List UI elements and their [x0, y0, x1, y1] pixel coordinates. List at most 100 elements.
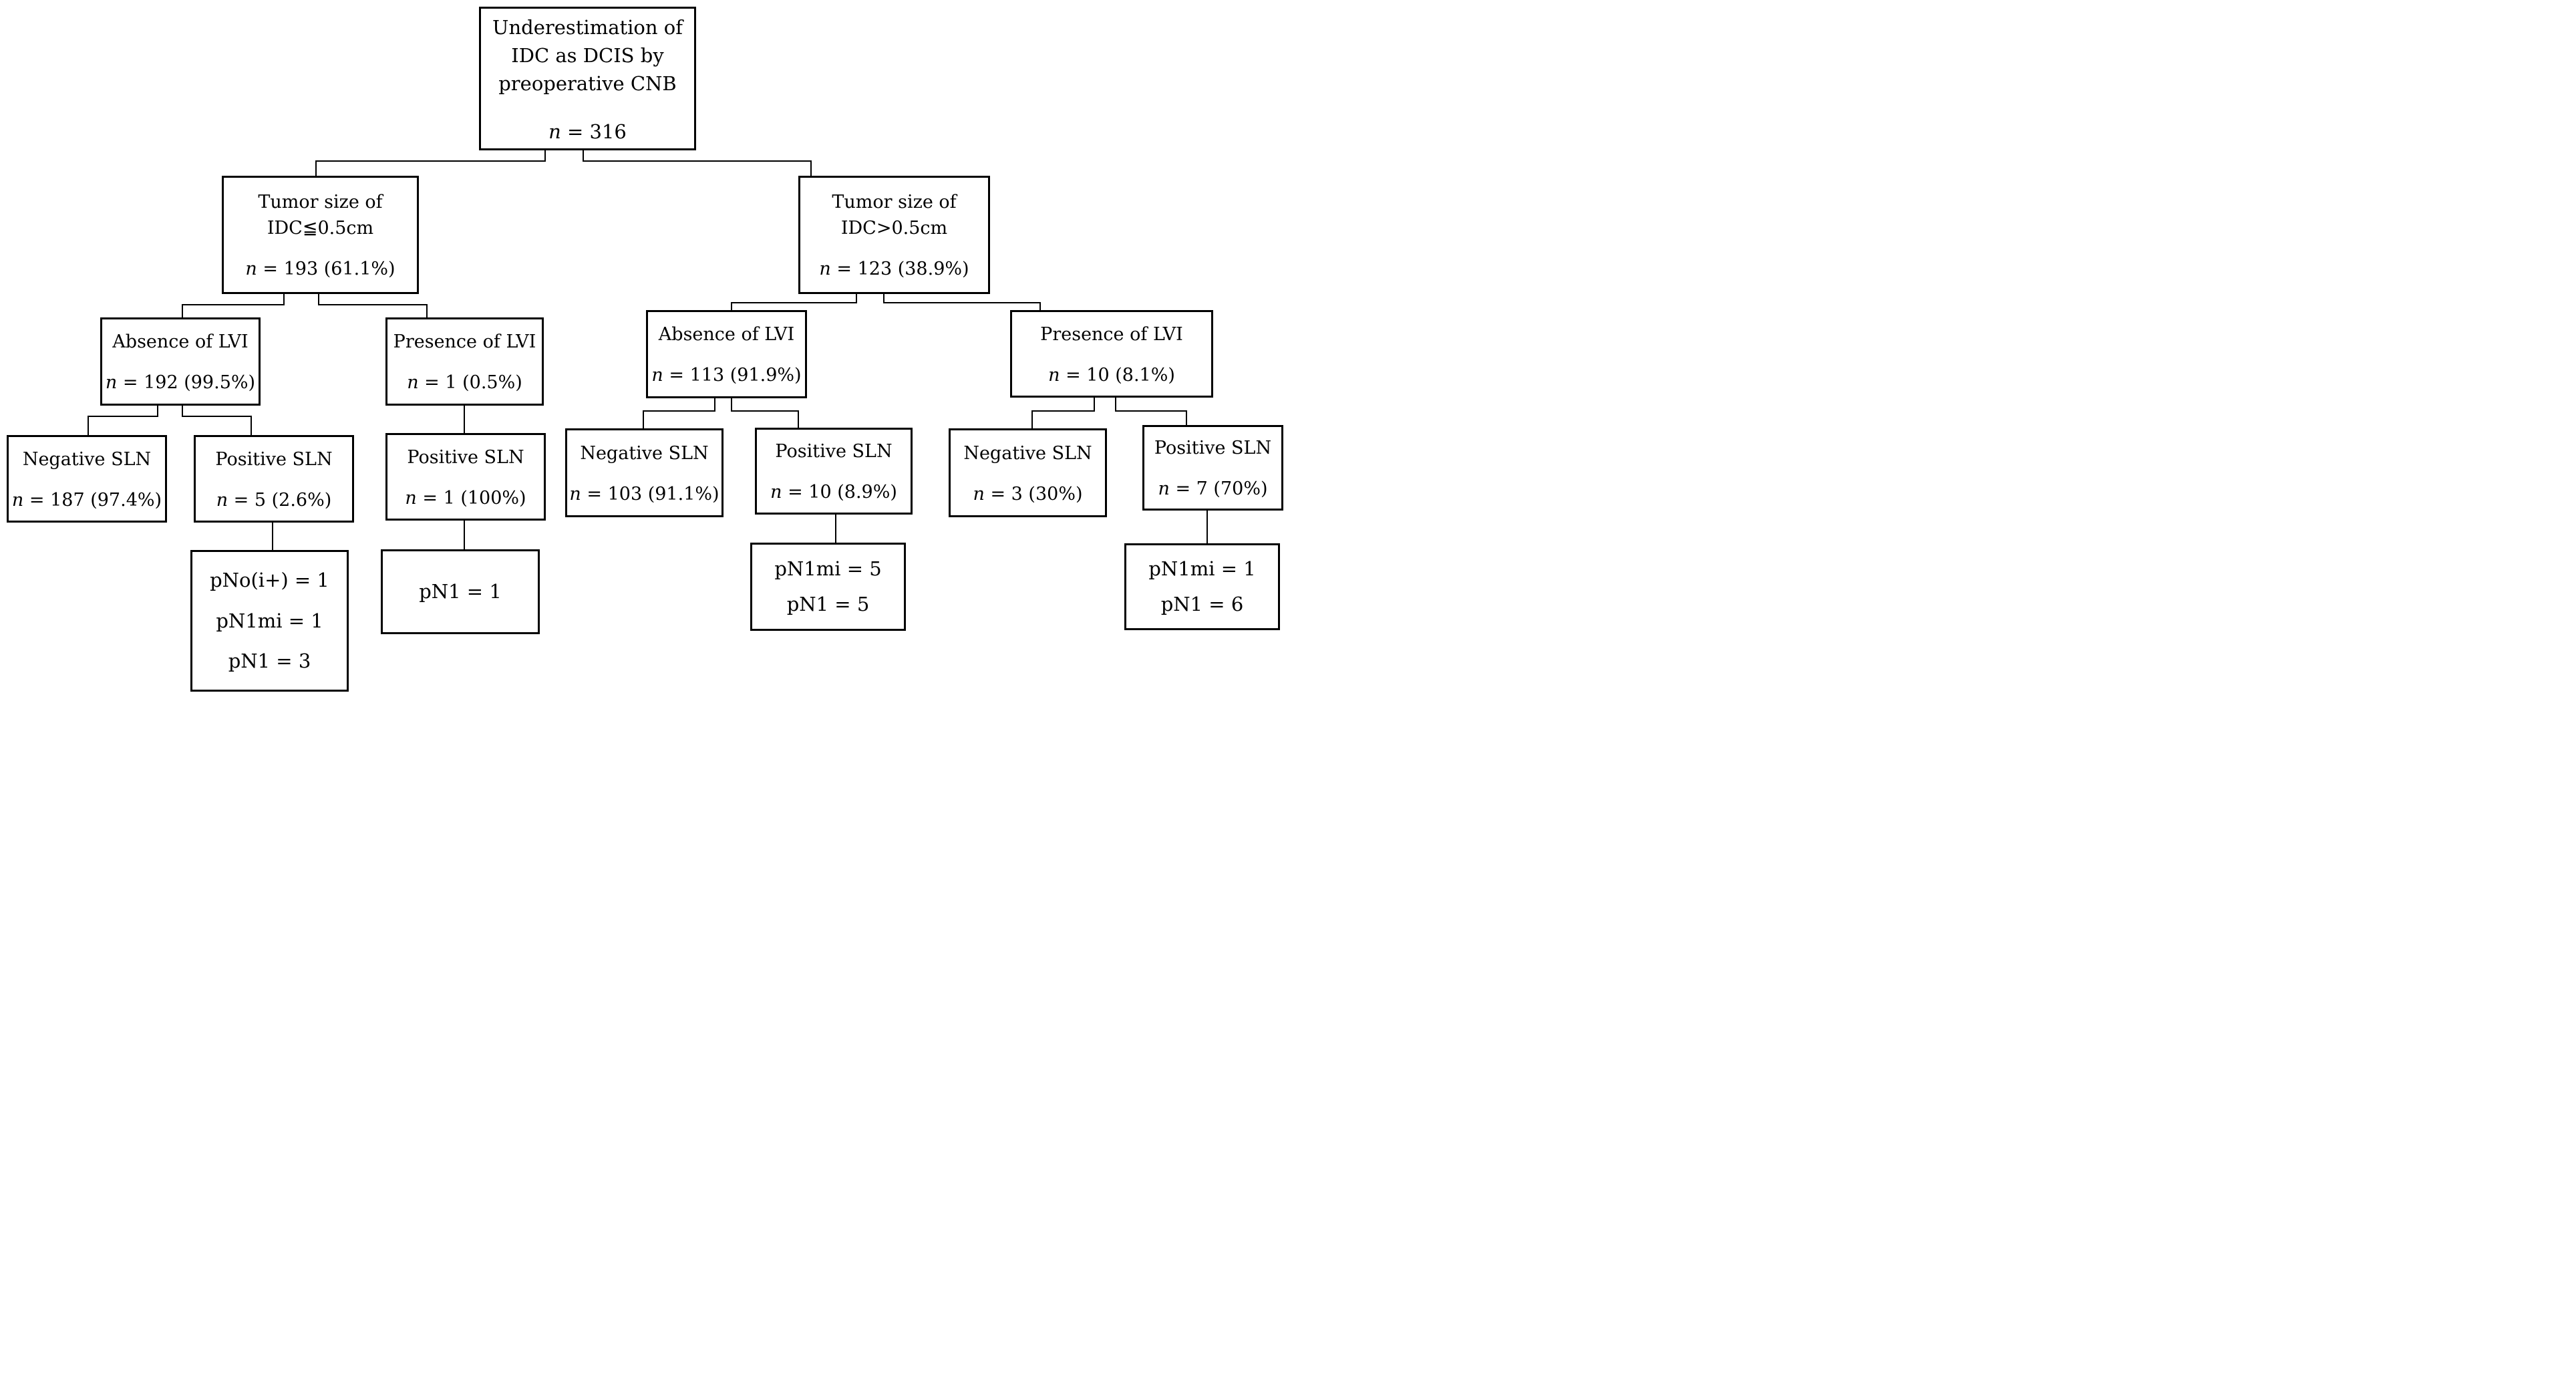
node-absence-lvi-large: Absence of LVI n = 113 (91.9%) [646, 310, 807, 398]
node-root: Underestimation of IDC as DCIS by preope… [479, 7, 696, 150]
label-line: Positive SLN [1154, 438, 1272, 459]
outcome-line: pN1 = 3 [228, 649, 311, 672]
edge-drop-negative-sln-presence-large [1031, 410, 1033, 428]
node-positive-sln-presence-large-label: Positive SLN [1154, 435, 1271, 461]
outcome-line: pN1 = 1 [419, 580, 502, 603]
label-line: IDC>0.5cm [840, 218, 948, 239]
edge-presence-lvi-large-stub-right [1115, 398, 1116, 410]
edge-drop-absence-lvi-small [182, 304, 183, 317]
edge-absence-lvi-large-stub-right [731, 398, 732, 410]
node-tumor-large: Tumor size of IDC>0.5cm n = 123 (38.9%) [798, 176, 990, 294]
node-negative-sln-small-label: Negative SLN [23, 446, 151, 472]
node-tumor-small-stat: n = 193 (61.1%) [245, 259, 395, 280]
node-negative-sln-small: Negative SLN n = 187 (97.4%) [7, 435, 167, 523]
label-line: Presence of LVI [393, 331, 536, 353]
edge-absence-lvi-small-hline-left [88, 416, 158, 417]
node-negative-sln-small-stat: n = 187 (97.4%) [11, 489, 162, 511]
edge-root-hline-left [315, 160, 546, 162]
node-outcome-positive-presence-small: pN1 = 1 [381, 549, 540, 634]
edge-drop-positive-sln-small [251, 416, 252, 435]
node-outcome-positive-small: pNo(i+) = 1 pN1mi = 1 pN1 = 3 [190, 550, 349, 692]
node-positive-sln-presence-small-stat: n = 1 (100%) [405, 487, 526, 509]
node-root-stat: n = 316 [548, 120, 627, 144]
node-negative-sln-presence-large-label: Negative SLN [963, 440, 1092, 466]
node-presence-lvi-large-stat: n = 10 (8.1%) [1048, 364, 1175, 386]
edge-drop-outcome-positive-presence-small [464, 521, 465, 549]
label-line: Positive SLN [407, 446, 524, 468]
node-absence-lvi-small-stat: n = 192 (99.5%) [105, 372, 256, 394]
label-line: Negative SLN [580, 442, 709, 464]
edge-drop-outcome-positive-presence-large [1206, 511, 1208, 543]
edge-tumor-small-hline-right [318, 304, 428, 305]
node-tumor-large-stat: n = 123 (38.9%) [819, 259, 969, 280]
node-positive-sln-large-label: Positive SLN [775, 438, 892, 464]
edge-tumor-large-hline-right [883, 302, 1041, 303]
outcome-line: pN1mi = 1 [216, 609, 323, 632]
node-positive-sln-presence-large-stat: n = 7 (70%) [1158, 478, 1268, 500]
edge-root-stub-right [583, 150, 584, 160]
node-presence-lvi-large-label: Presence of LVI [1040, 321, 1183, 347]
label-line: Absence of LVI [112, 331, 249, 353]
node-positive-sln-large-stat: n = 10 (8.9%) [770, 482, 897, 503]
node-outcome-positive-large: pN1mi = 5 pN1 = 5 [750, 543, 906, 631]
node-outcome-positive-presence-large: pN1mi = 1 pN1 = 6 [1124, 543, 1280, 630]
node-positive-sln-small-label: Positive SLN [215, 446, 332, 472]
node-presence-lvi-small-stat: n = 1 (0.5%) [407, 372, 522, 394]
edge-absence-lvi-large-stub-left [714, 398, 715, 410]
label-line: IDC as DCIS by [511, 44, 664, 67]
node-negative-sln-presence-large: Negative SLN n = 3 (30%) [949, 428, 1107, 517]
edge-drop-positive-sln-presence-small [464, 406, 465, 433]
edge-presence-lvi-large-hline-left [1031, 410, 1095, 412]
node-negative-sln-large-label: Negative SLN [580, 440, 708, 466]
edge-drop-presence-lvi-large [1039, 302, 1041, 310]
node-absence-lvi-small: Absence of LVI n = 192 (99.5%) [100, 317, 261, 406]
node-positive-sln-small: Positive SLN n = 5 (2.6%) [194, 435, 354, 523]
edge-tumor-small-stub-right [318, 294, 319, 304]
edge-tumor-small-hline-left [182, 304, 285, 305]
label-line: Negative SLN [963, 442, 1092, 464]
edge-absence-lvi-small-stub-right [182, 406, 183, 416]
node-positive-sln-large: Positive SLN n = 10 (8.9%) [755, 428, 913, 515]
edge-tumor-large-hline-left [731, 302, 857, 303]
node-presence-lvi-small-label: Presence of LVI [393, 329, 536, 355]
edge-drop-presence-lvi-small [426, 304, 428, 317]
node-root-label: Underestimation of IDC as DCIS by preope… [492, 13, 683, 98]
label-line: Tumor size of [258, 192, 383, 213]
node-tumor-small: Tumor size of IDC≦0.5cm n = 193 (61.1%) [222, 176, 419, 294]
outcome-line: pN1 = 5 [786, 593, 870, 616]
edge-absence-lvi-large-hline-left [643, 410, 715, 412]
edge-absence-lvi-large-hline-right [731, 410, 799, 412]
node-negative-sln-large-stat: n = 103 (91.1%) [569, 483, 719, 505]
label-line: Underestimation of [492, 16, 683, 39]
node-absence-lvi-small-label: Absence of LVI [112, 329, 248, 355]
edge-drop-negative-sln-large [643, 410, 644, 428]
node-positive-sln-presence-small: Positive SLN n = 1 (100%) [385, 433, 546, 521]
label-line: Absence of LVI [658, 324, 795, 345]
edge-tumor-large-stub-left [856, 294, 857, 302]
node-absence-lvi-large-label: Absence of LVI [659, 321, 794, 347]
label-line: Presence of LVI [1040, 323, 1183, 345]
node-absence-lvi-large-stat: n = 113 (91.9%) [651, 365, 802, 386]
label-line: Tumor size of [832, 192, 957, 213]
outcome-line: pN1mi = 1 [1148, 557, 1256, 581]
edge-drop-outcome-positive-large [835, 515, 836, 543]
label-line: Negative SLN [22, 448, 152, 470]
label-line: IDC≦0.5cm [267, 218, 374, 239]
edge-presence-lvi-large-stub-left [1094, 398, 1095, 410]
node-positive-sln-presence-small-label: Positive SLN [407, 444, 524, 470]
edge-tumor-large-stub-right [883, 294, 884, 302]
label-line: preoperative CNB [498, 72, 677, 96]
edge-drop-negative-sln-small [88, 416, 89, 435]
outcome-line: pN1 = 6 [1160, 593, 1244, 616]
edge-root-drop-tumor-small [315, 160, 317, 176]
edge-drop-positive-sln-large [798, 410, 799, 428]
edge-drop-positive-sln-presence-large [1186, 410, 1187, 425]
edge-presence-lvi-large-hline-right [1115, 410, 1187, 412]
node-tumor-small-label: Tumor size of IDC≦0.5cm [258, 189, 382, 241]
edge-absence-lvi-small-stub-left [157, 406, 158, 416]
node-positive-sln-small-stat: n = 5 (2.6%) [216, 489, 332, 511]
edge-absence-lvi-small-hline-right [182, 416, 252, 417]
node-tumor-large-label: Tumor size of IDC>0.5cm [832, 189, 956, 241]
label-line: Positive SLN [775, 441, 893, 462]
node-presence-lvi-small: Presence of LVI n = 1 (0.5%) [385, 317, 544, 406]
